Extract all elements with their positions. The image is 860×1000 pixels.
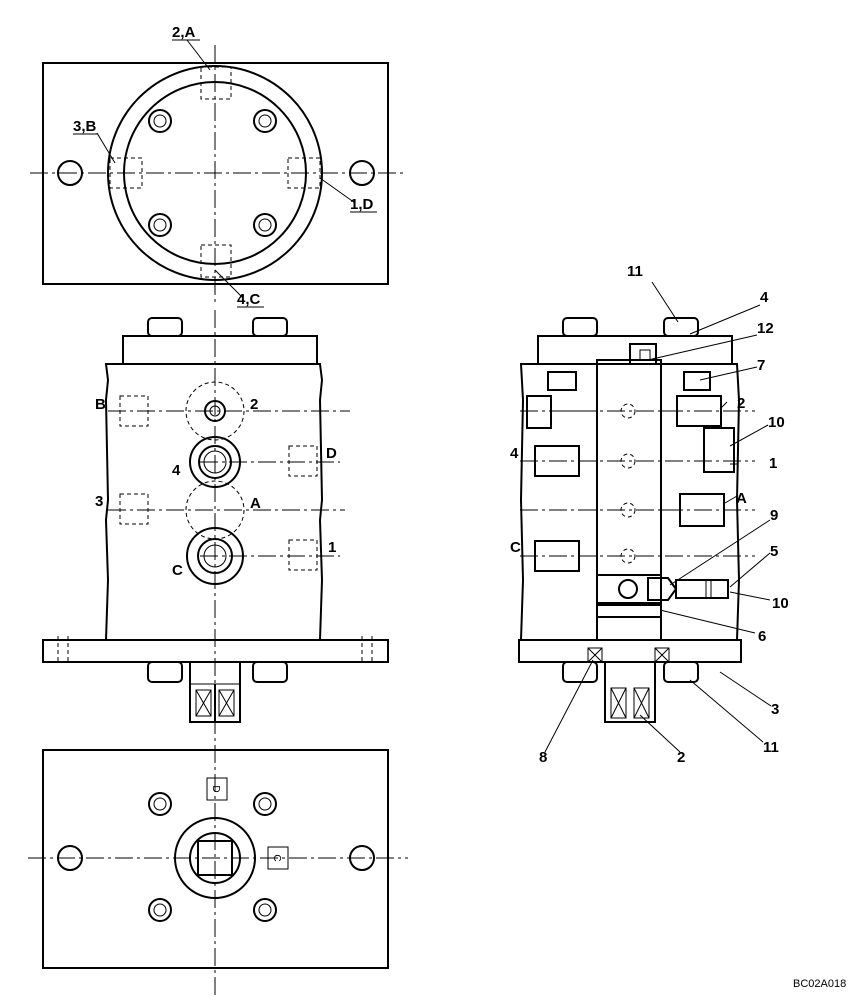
section-view: 11 4 12 7 2 10 1 A 9 5 10 6 3 11 8 2 4 C (510, 263, 789, 766)
bolt-head-icon (253, 213, 277, 237)
bolt-head-icon (148, 213, 172, 237)
bolt-head-icon (148, 109, 172, 133)
front-label-4: 4 (172, 462, 181, 479)
callout-2-bottom: 2 (677, 749, 685, 766)
callout-4-left: 4 (510, 445, 519, 462)
callout-10-upper: 10 (768, 414, 785, 431)
callout-c: C (510, 539, 521, 556)
top-view: 2,A 3,B 1,D 4,C (30, 24, 405, 308)
callout-1: 1 (769, 455, 777, 472)
callout-12: 12 (757, 320, 774, 337)
port-label-3b: 3,B (73, 118, 97, 135)
callout-a: A (736, 490, 747, 507)
callout-7: 7 (757, 357, 765, 374)
figure-reference: BC02A018 (793, 978, 846, 990)
callout-11-bottom: 11 (763, 739, 779, 756)
front-label-a: A (250, 495, 261, 512)
port-label-2a: 2,A (172, 24, 196, 41)
bolt-head-icon (148, 792, 172, 816)
port-label-4c: 4,C (237, 291, 261, 308)
callout-2-right: 2 (737, 395, 745, 412)
bolt-head-icon (253, 898, 277, 922)
callout-11-top: 11 (627, 263, 643, 280)
callout-3: 3 (771, 701, 779, 718)
front-label-2: 2 (250, 396, 258, 413)
port-label-1d: 1,D (350, 196, 374, 213)
front-label-3: 3 (95, 493, 103, 510)
front-label-1: 1 (328, 539, 336, 556)
callout-5: 5 (770, 543, 778, 560)
bolt-head-icon (253, 792, 277, 816)
bottom-mark-c: C (271, 854, 282, 861)
front-label-b: B (95, 396, 106, 413)
callout-6: 6 (758, 628, 766, 645)
front-label-d: D (326, 445, 337, 462)
callout-10-lower: 10 (772, 595, 789, 612)
callout-8: 8 (539, 749, 547, 766)
front-label-c: C (172, 562, 183, 579)
callout-9: 9 (770, 507, 778, 524)
callout-4-top: 4 (760, 289, 769, 306)
bolt-head-icon (148, 898, 172, 922)
bottom-view: D C (28, 749, 408, 969)
front-view: B 2 4 D 3 A 1 C (42, 310, 389, 995)
bolt-head-icon (253, 109, 277, 133)
bottom-mark-d: D (210, 785, 221, 792)
